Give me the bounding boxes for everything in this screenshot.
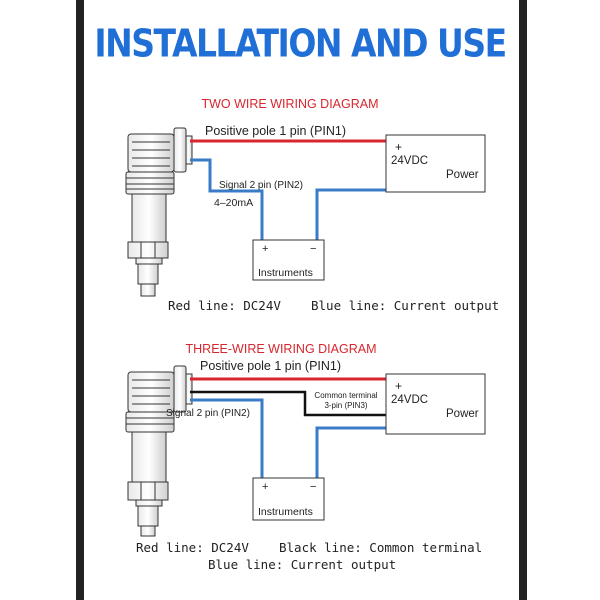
three-wire-instruments-plus: + — [262, 481, 268, 493]
two-wire-power-box: + 24VDC Power — [385, 134, 486, 193]
three-wire-legend-line2: Blue line: Current output — [208, 557, 396, 572]
right-border-bar — [519, 0, 527, 600]
two-wire-power-plus: + — [395, 140, 402, 154]
three-wire-pin3-label-line2: 3-pin (PIN3) — [324, 401, 367, 410]
two-wire-pin1-label: Positive pole 1 pin (PIN1) — [205, 124, 346, 138]
three-wire-pin3-label-line1: Common terminal — [314, 391, 377, 400]
three-wire-pin2-label: Signal 2 pin (PIN2) — [166, 408, 250, 419]
three-wire-heading: THREE-WIRE WIRING DIAGRAM — [186, 342, 377, 356]
two-wire-instruments-label: Instruments — [258, 267, 313, 279]
three-wire-pin1-label: Positive pole 1 pin (PIN1) — [200, 359, 341, 373]
three-wire-black-wire — [190, 390, 386, 417]
two-wire-power-voltage: 24VDC — [391, 155, 428, 167]
two-wire-instruments-box: + − Instruments — [252, 239, 325, 281]
two-wire-pin2-label: Signal 2 pin (PIN2) — [219, 180, 303, 191]
three-wire-instruments-label: Instruments — [258, 506, 313, 518]
two-wire-blue-wires — [190, 158, 386, 240]
two-wire-diagram: TWO WIRE WIRING DIAGRAM — [125, 97, 499, 313]
three-wire-power-label: Power — [446, 408, 479, 420]
two-wire-legend: Red line: DC24V Blue line: Current outpu… — [168, 298, 499, 313]
left-border-bar — [76, 0, 84, 600]
three-wire-power-box: + 24VDC Power — [385, 373, 486, 435]
three-wire-legend-line1: Red line: DC24V Black line: Common termi… — [136, 540, 482, 555]
three-wire-power-plus: + — [395, 379, 402, 393]
three-wire-diagram: THREE-WIRE WIRING DIAGRAM — [125, 342, 486, 572]
pressure-transmitter-icon — [125, 127, 193, 297]
two-wire-instruments-minus: − — [310, 243, 316, 255]
two-wire-heading: TWO WIRE WIRING DIAGRAM — [201, 97, 378, 111]
two-wire-current-label: 4–20mA — [214, 197, 253, 209]
three-wire-instruments-minus: − — [310, 481, 316, 493]
page-title: INSTALLATION AND USE — [94, 21, 507, 66]
three-wire-instruments-box: + − Instruments — [252, 477, 325, 521]
two-wire-instruments-plus: + — [262, 243, 268, 255]
three-wire-power-voltage: 24VDC — [391, 394, 428, 406]
three-wire-blue-wires — [190, 398, 386, 478]
pressure-transmitter-icon — [125, 365, 193, 537]
two-wire-power-label: Power — [446, 169, 479, 181]
